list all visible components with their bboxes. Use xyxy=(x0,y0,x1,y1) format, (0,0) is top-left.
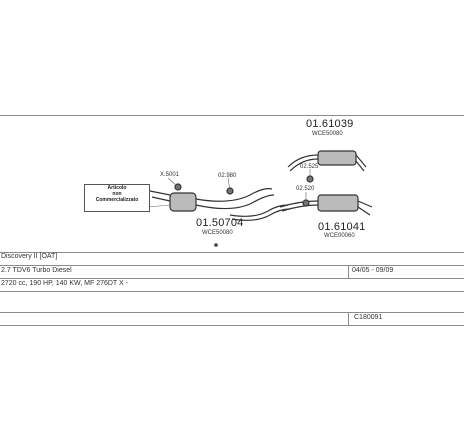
legend-line2: non xyxy=(112,191,122,197)
part-number-lower-silencer: 01.61041 xyxy=(318,221,366,233)
col-divider-2 xyxy=(348,312,349,325)
vehicle-model: Discovery II [OAT] xyxy=(1,253,58,260)
legend-line3: Commercializzato xyxy=(95,197,139,203)
legend-line1: Articolo xyxy=(107,185,127,191)
row-line-4 xyxy=(0,291,464,292)
part-number-middle-silencer: 01.50704 xyxy=(196,217,244,229)
vehicle-spec: 2720 cc, 190 HP, 140 KW, MF 276DT X - xyxy=(1,280,128,287)
col-divider-1 xyxy=(348,265,349,278)
row-line-3 xyxy=(0,278,464,279)
part-number-clamp-right-upper: 02.525 xyxy=(300,164,319,170)
part-code-upper-silencer: WCE50080 xyxy=(312,131,343,137)
row-line-1 xyxy=(0,252,464,253)
vehicle-engine: 2.7 TDV6 Turbo Diesel xyxy=(1,267,72,274)
part-number-clamp-right-lower: 02.520 xyxy=(296,186,315,192)
part-number-clamp-mid: 02.980 xyxy=(218,173,237,179)
row-line-5 xyxy=(0,312,464,313)
part-code-lower-silencer: WCE00060 xyxy=(324,233,355,239)
part-number-upper-silencer: 01.61039 xyxy=(306,118,354,130)
exhaust-diagram xyxy=(147,150,373,247)
row-line-2 xyxy=(0,265,464,266)
row-line-6 xyxy=(0,325,464,326)
part-code-middle-silencer: WCE50080 xyxy=(202,230,233,236)
catalog-code: C180091 xyxy=(354,314,383,321)
vehicle-years: 04/05 - 09/09 xyxy=(352,267,394,274)
part-number-clamp-left: X.5001 xyxy=(160,172,180,178)
top-border xyxy=(0,115,464,116)
legend-box: Articolo non Commercializzato xyxy=(84,184,150,212)
